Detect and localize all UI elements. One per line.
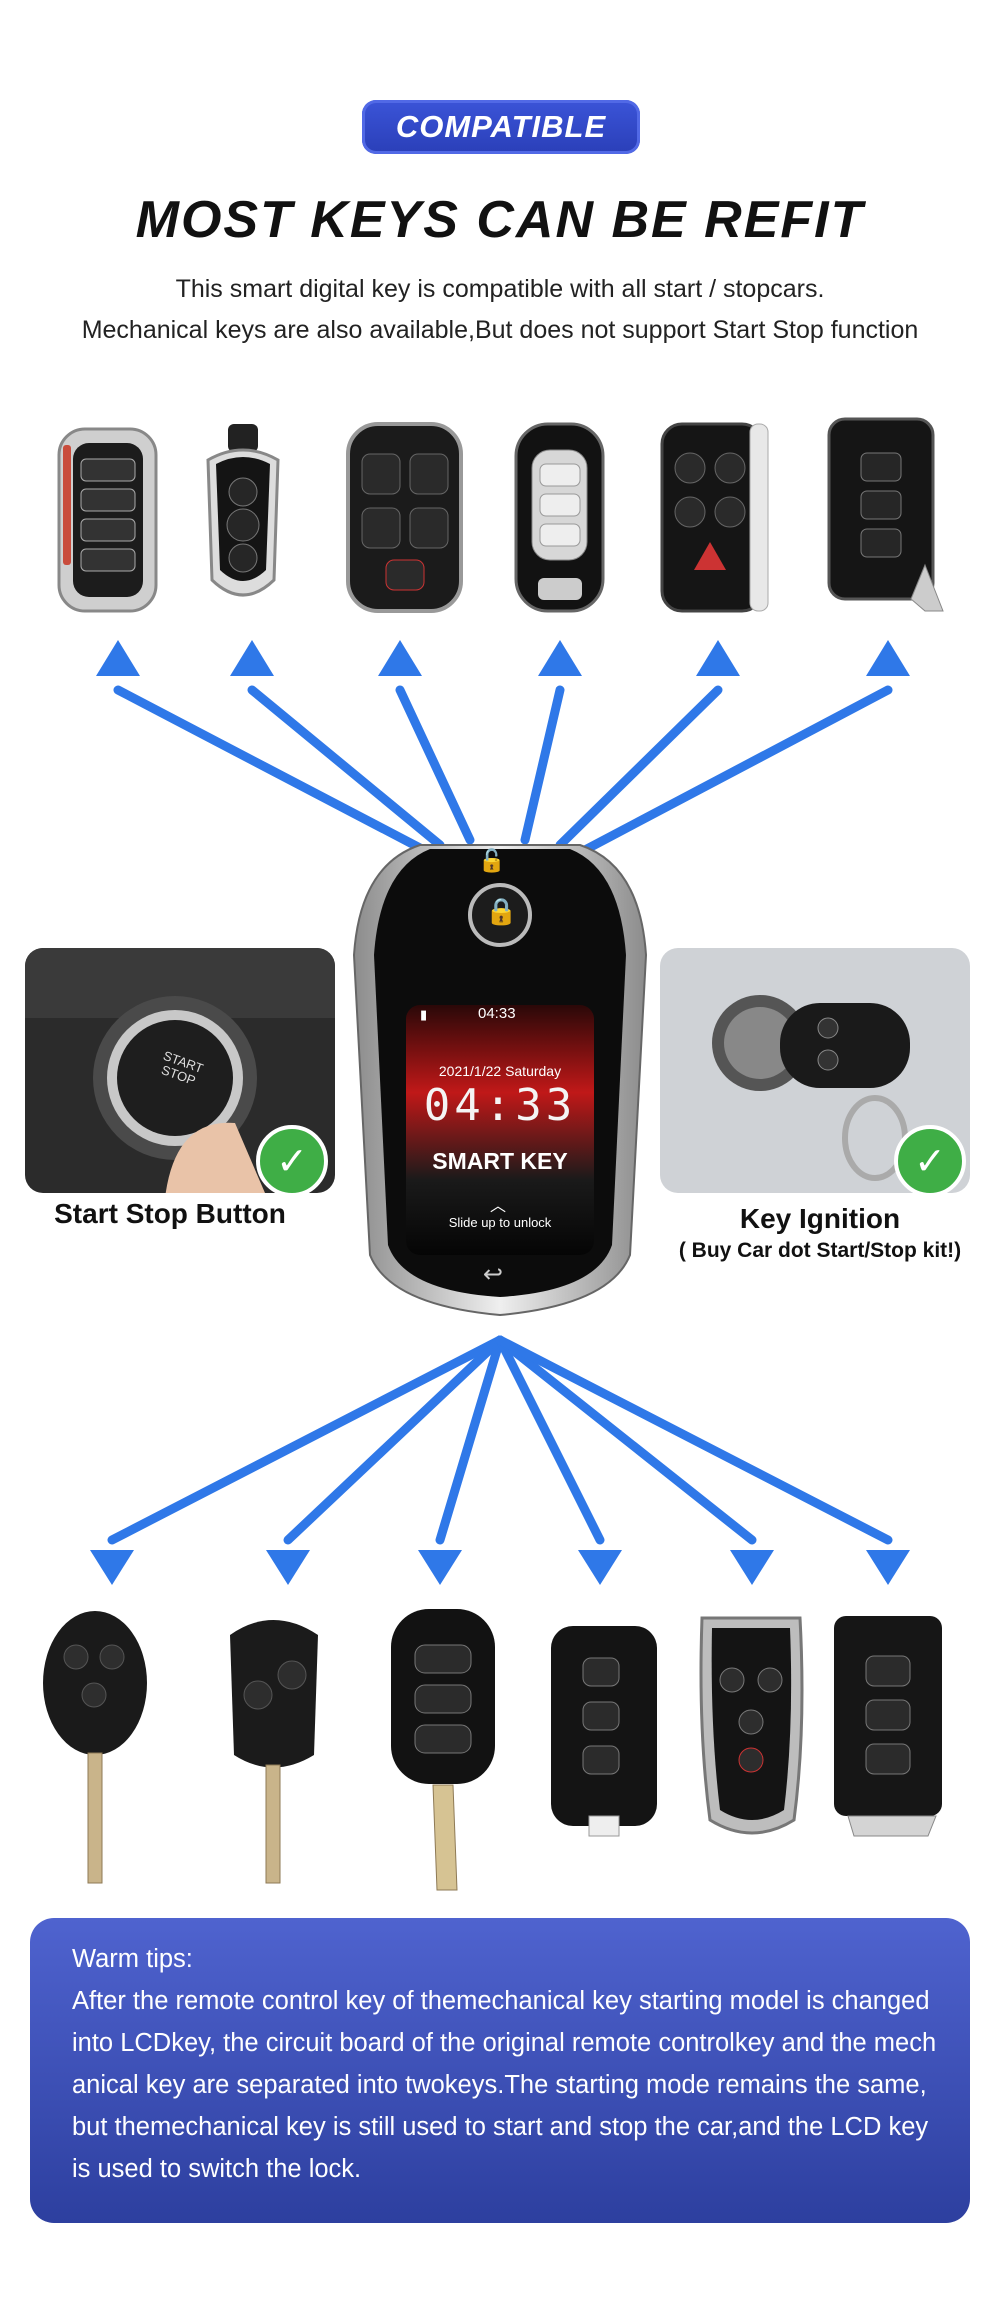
arrow-line-bottom-1	[107, 1335, 505, 1545]
arrow-line-top-3	[395, 685, 475, 845]
arrowhead-bottom-1	[90, 1550, 134, 1585]
arrow-line-bottom-2	[283, 1335, 505, 1545]
warm-tips-line-3: anical key are separated into twokeys.Th…	[72, 2071, 927, 2099]
subtitle-line-1: This smart digital key is compatible wit…	[175, 275, 825, 303]
warm-tips-panel: Warm tips: After the remote control key …	[30, 1918, 970, 2223]
check-icon: ✓	[894, 1125, 966, 1197]
arrow-line-top-4	[520, 685, 565, 845]
warm-tips-heading: Warm tips:	[72, 1945, 193, 1973]
bmw-key-image	[57, 427, 158, 613]
wifi-icon: ▮	[420, 1007, 428, 1022]
arrow-line-top-5	[555, 685, 723, 850]
lock-icon: 🔓	[478, 848, 506, 873]
warm-tips-line-4: but themechanical key is still used to s…	[72, 2113, 929, 2141]
arrow-line-top-2	[247, 685, 445, 850]
warm-tips-line-5: is used to switch the lock.	[72, 2155, 362, 2183]
lcd-unlock-hint: Slide up to unlock	[448, 1215, 552, 1230]
arrowhead-top-1	[96, 640, 140, 676]
lcd-smart-key-image	[352, 844, 648, 1317]
cadillac-key-image	[346, 422, 463, 613]
back-arrow-icon: ↩	[483, 1261, 504, 1288]
lcd-smart-key-label: SMART KEY	[432, 1148, 568, 1174]
lcd-date: 2021/1/22 Saturday	[438, 1063, 562, 1079]
subtitle-line-2: Mechanical keys are also available,But d…	[81, 316, 919, 344]
arrow-line-top-1	[113, 685, 425, 853]
warm-tips-line-1: After the remote control key of themecha…	[72, 1987, 930, 2015]
compatible-badge: COMPATIBLE	[362, 100, 640, 154]
arrowhead-bottom-4	[578, 1550, 622, 1585]
center-lock-icon: 🔒	[485, 896, 518, 926]
hyundai-flip-key-image	[699, 1616, 804, 1835]
arrow-line-bottom-5	[495, 1335, 757, 1545]
vw-flip-key-image	[834, 1616, 942, 1837]
audi-key-image	[514, 422, 605, 613]
arrowhead-bottom-3	[418, 1550, 462, 1585]
key-ignition-note: ( Buy Car dot Start/Stop kit!)	[678, 1239, 962, 1262]
arrowhead-top-6	[866, 640, 910, 676]
peugeot-flip-key-image	[551, 1626, 657, 1837]
arrow-line-bottom-6	[495, 1335, 893, 1545]
arrowhead-bottom-2	[266, 1550, 310, 1585]
start-stop-caption: Start Stop Button	[54, 1198, 286, 1229]
arrowhead-top-2	[230, 640, 274, 676]
lcd-time-small: 04:33	[478, 1005, 516, 1022]
lcd-time-large: 04:33	[423, 1080, 577, 1131]
arrow-line-bottom-3	[435, 1335, 505, 1545]
start-stop-photo	[25, 948, 335, 1193]
arrow-line-bottom-4	[495, 1335, 605, 1545]
land-rover-key-image	[660, 422, 769, 613]
renault-key-image	[230, 1620, 318, 1884]
arrowhead-top-4	[538, 640, 582, 676]
arrow-line-top-6	[580, 685, 893, 855]
page-title: MOST KEYS CAN BE REFIT	[135, 191, 865, 249]
key-ignition-caption: Key Ignition	[739, 1203, 901, 1234]
lexus-key-image	[827, 417, 944, 612]
chevron-up-icon: ︿	[490, 1198, 507, 1215]
ford-key-image	[43, 1611, 147, 1884]
arrowhead-top-5	[696, 640, 740, 676]
check-icon: ✓	[256, 1125, 328, 1197]
arrowhead-bottom-5	[730, 1550, 774, 1585]
mercedes-key-image	[206, 424, 280, 597]
arrowhead-bottom-6	[866, 1550, 910, 1585]
nissan-key-image	[391, 1609, 495, 1891]
arrowhead-top-3	[378, 640, 422, 676]
warm-tips-line-2: into LCDkey, the circuit board of the or…	[72, 2029, 937, 2057]
